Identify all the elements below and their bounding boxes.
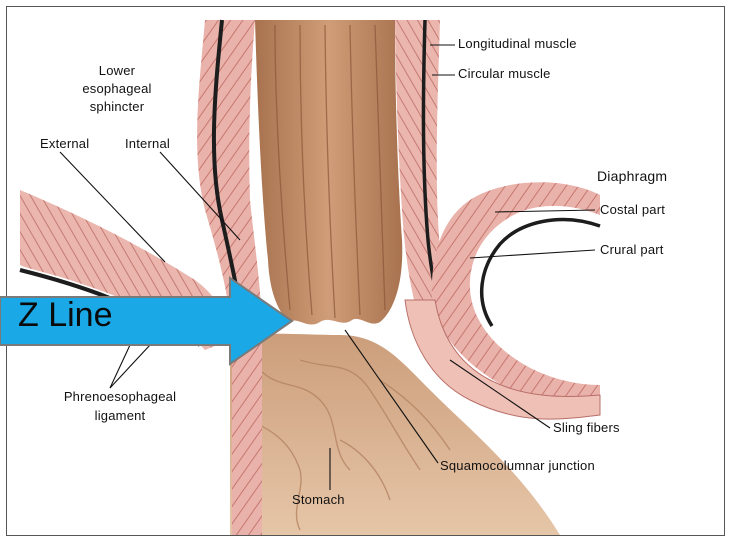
label-sling-fibers: Sling fibers (553, 420, 620, 435)
label-crural-part: Crural part (600, 242, 664, 257)
label-costal-part: Costal part (600, 202, 665, 217)
z-line-label: Z Line (18, 296, 113, 335)
label-circular-muscle: Circular muscle (458, 66, 551, 81)
label-lower-esophageal-sphincter: Lower esophageal sphincter (62, 62, 172, 116)
label-diaphragm: Diaphragm (597, 168, 667, 184)
label-squamocolumnar-junction: Squamocolumnar junction (440, 458, 595, 473)
label-external: External (40, 136, 89, 151)
label-longitudinal-muscle: Longitudinal muscle (458, 36, 577, 51)
label-internal: Internal (125, 136, 170, 151)
label-stomach: Stomach (292, 492, 345, 507)
label-phrenoesophageal-ligament: Phrenoesophageal ligament (30, 387, 210, 425)
